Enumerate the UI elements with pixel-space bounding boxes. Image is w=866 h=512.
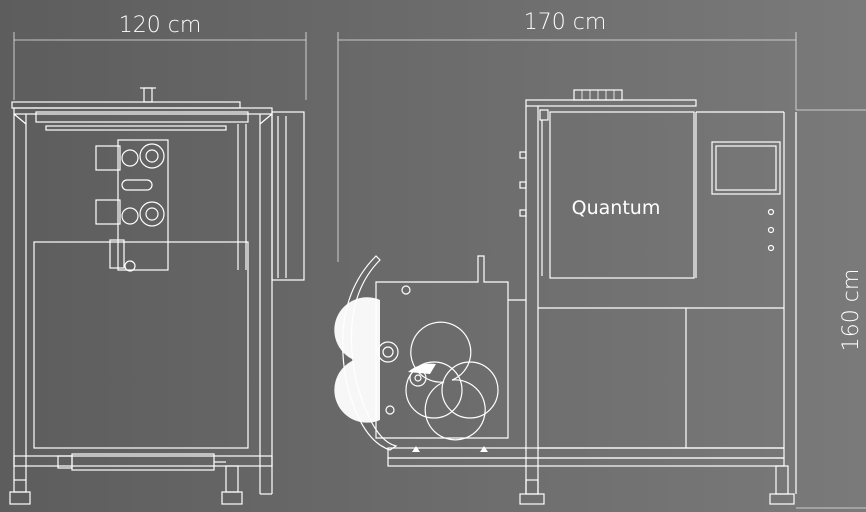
machine-name-label: Quantum bbox=[572, 197, 661, 219]
dimension-lines bbox=[13, 32, 866, 509]
side-view bbox=[334, 89, 797, 505]
front-view bbox=[9, 87, 305, 505]
width-dimension-label: 120 cm bbox=[119, 13, 202, 38]
height-dimension-label: 160 cm bbox=[839, 269, 864, 352]
length-dimension-label: 170 cm bbox=[524, 10, 607, 35]
